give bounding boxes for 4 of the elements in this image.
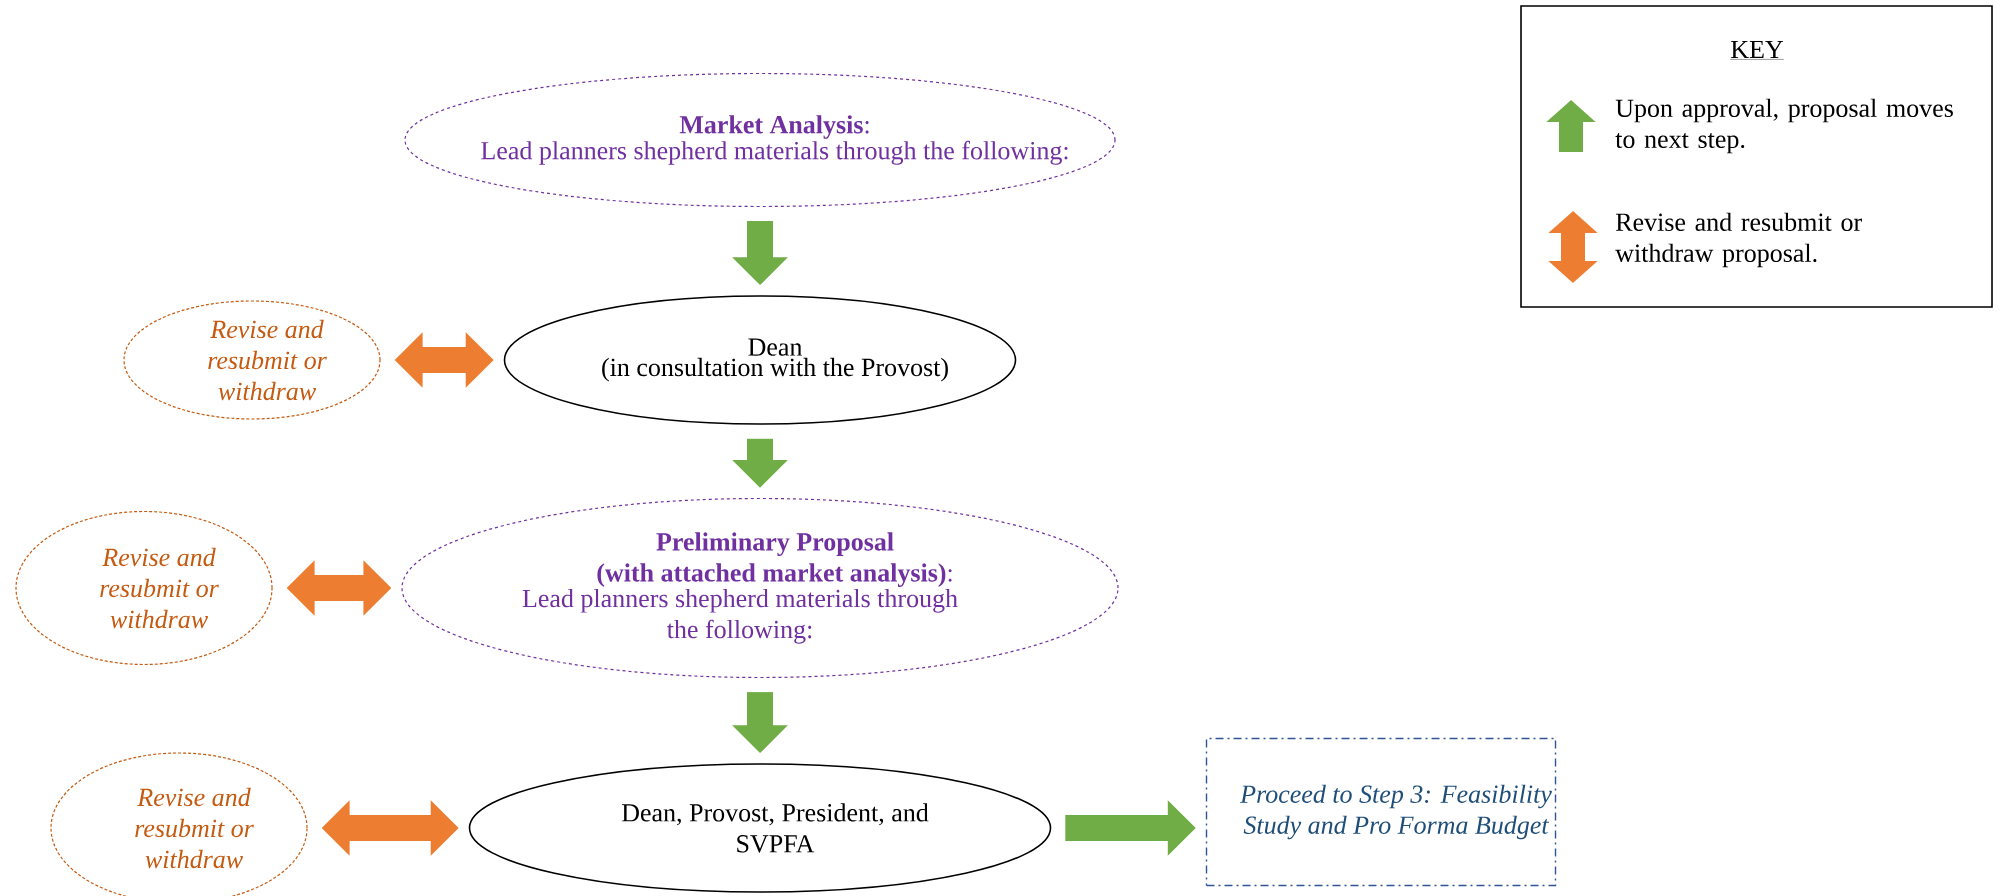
legend-text: Revise and resubmit or withdraw proposal. xyxy=(1615,212,1862,268)
next-step-box: Proceed to Step 3: Feasibility Study and Pro Forma Budget xyxy=(1205,737,1557,887)
legend-text: Upon approval, proposal moves to next step. xyxy=(1615,98,1953,154)
legend-title: KEY xyxy=(1730,40,1784,60)
